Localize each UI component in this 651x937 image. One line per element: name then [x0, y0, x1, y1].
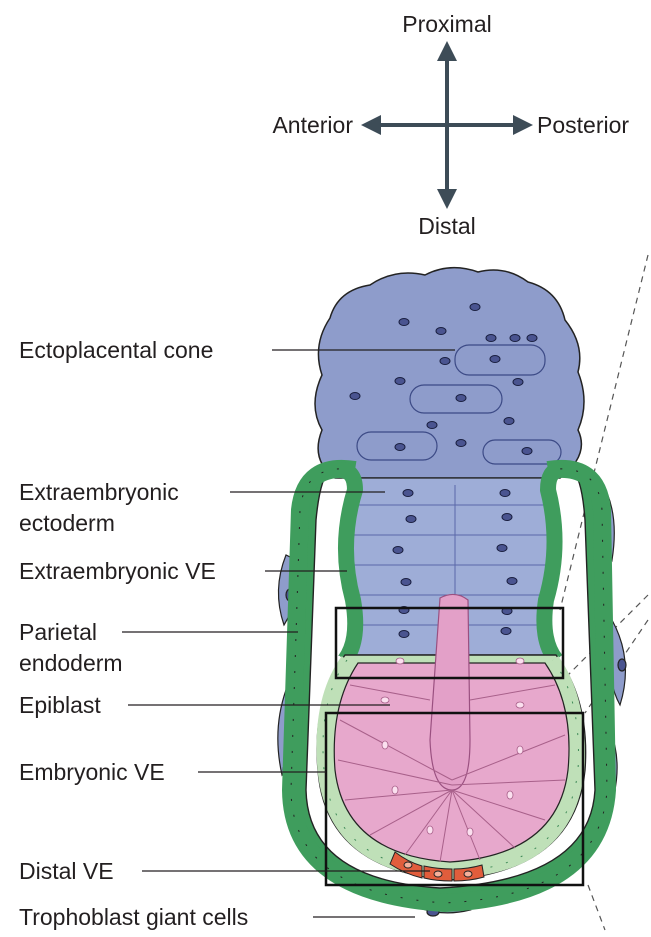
extraembryonic-ve-label: Extraembryonic VE — [19, 558, 216, 584]
embryonic-ve-label: Embryonic VE — [19, 759, 165, 785]
parietal-endoderm-label-line2: endoderm — [19, 650, 123, 676]
extraembryonic-ectoderm-label-line1: Extraembryonic — [19, 479, 179, 505]
epiblast-label: Epiblast — [19, 692, 101, 718]
trophoblast-giant-cells-label: Trophoblast giant cells — [19, 904, 248, 930]
parietal-endoderm-label-line1: Parietal — [19, 619, 97, 645]
extraembryonic-ectoderm-label-line2: ectoderm — [19, 510, 115, 536]
ectoplacental-cone-label: Ectoplacental cone — [19, 337, 213, 363]
orientation-compass: Proximal Distal Anterior Posterior — [272, 11, 629, 239]
labels: Ectoplacental cone Extraembryonic ectode… — [19, 337, 248, 930]
ectoplacental-cone-body — [315, 268, 584, 478]
dashed-guide-lower — [588, 885, 605, 930]
posterior-label: Posterior — [537, 112, 629, 138]
proximal-label: Proximal — [402, 11, 491, 37]
anterior-label: Anterior — [272, 112, 353, 138]
ectoplacental-cone — [315, 268, 584, 478]
distal-label: Distal — [418, 213, 476, 239]
distal-ve-label: Distal VE — [19, 858, 114, 884]
